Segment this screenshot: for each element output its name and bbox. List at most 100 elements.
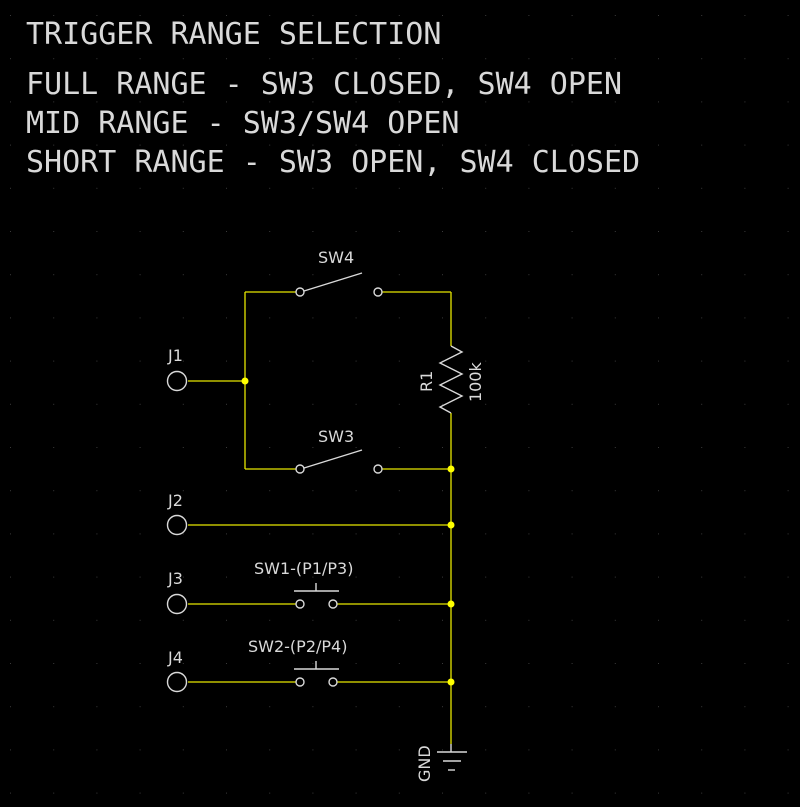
label-sw2: SW2-(P2/P4) (248, 637, 347, 656)
grid-dot (355, 58, 357, 60)
grid-dot (701, 144, 703, 146)
grid-dot (139, 360, 141, 362)
grid-dot (442, 144, 443, 146)
grid-dot (96, 749, 98, 751)
junctions (241, 377, 455, 686)
switch-sw3-terminal (295, 464, 305, 474)
grid-dot (355, 360, 357, 362)
switch-sw4-terminal (295, 287, 305, 297)
grid-dot (269, 619, 271, 621)
grid-dot (398, 231, 400, 232)
grid-dot (787, 274, 789, 276)
grid-dot (485, 792, 487, 794)
grid-dot (312, 490, 314, 492)
grid-dot (10, 274, 11, 276)
grid-dot (139, 533, 141, 535)
grid-dot (658, 317, 659, 319)
pushbutton-sw1-terminal (295, 599, 305, 609)
grid-dot (787, 749, 789, 751)
grid-dot (312, 187, 314, 189)
grid-dot (398, 749, 400, 751)
grid-dot (53, 706, 55, 708)
grid-dot (53, 101, 55, 103)
grid-dot (96, 274, 98, 276)
grid-dot (10, 187, 11, 189)
grid-dot (701, 15, 703, 16)
grid-dot (53, 317, 55, 319)
label-sw4: SW4 (318, 248, 354, 267)
grid-dot (658, 533, 659, 535)
grid-dot (312, 792, 314, 794)
grid-dot (701, 490, 703, 492)
grid-dot (528, 490, 530, 492)
grid-dot (312, 360, 314, 362)
grid-dot (226, 317, 227, 319)
grid-dot (744, 317, 746, 319)
grid-dot (398, 619, 400, 621)
pushbutton-sw2: SW2-(P2/P4) (248, 637, 347, 687)
grid-dot (269, 447, 271, 448)
grid-dot (226, 749, 227, 751)
grid-dot (226, 533, 227, 535)
grid-dot (139, 749, 141, 751)
pushbutton-sw2-terminal (295, 677, 305, 687)
pushbutton-sw2-terminal (328, 677, 338, 687)
junction-dot (447, 678, 455, 686)
grid-dot (485, 144, 487, 146)
grid-dot (398, 706, 400, 708)
grid-dot (139, 792, 141, 794)
grid-dot (53, 792, 55, 794)
grid-dot (96, 533, 98, 535)
grid-dot (226, 447, 227, 448)
grid-dot (269, 663, 271, 664)
grid-dot (10, 231, 11, 232)
grid-dot (355, 490, 357, 492)
grid-dot (485, 15, 487, 16)
grid-dot (226, 101, 227, 103)
label-sw1: SW1-(P1/P3) (254, 559, 353, 578)
grid-dot (787, 360, 789, 362)
grid-dot (658, 187, 659, 189)
grid-dot (182, 706, 184, 708)
grid-dot (398, 792, 400, 794)
grid-dot (53, 187, 55, 189)
grid-dot (485, 533, 487, 535)
grid-dot (96, 187, 98, 189)
switch-sw4-terminal (373, 287, 383, 297)
grid-dot (139, 663, 141, 664)
grid-dot (485, 619, 487, 621)
grid-dot (398, 187, 400, 189)
grid-dot (442, 663, 443, 664)
grid-dot (744, 144, 746, 146)
grid-dot (744, 447, 746, 448)
grid-dot (658, 144, 659, 146)
grid-dot (528, 58, 530, 60)
grid-dot (614, 317, 616, 319)
grid-dot (744, 231, 746, 232)
grid-dot (701, 619, 703, 621)
grid-dot (571, 187, 573, 189)
grid-dot (485, 360, 487, 362)
grid-dot (571, 706, 573, 708)
grid-dot (571, 403, 573, 405)
grid-dot (182, 533, 184, 535)
grid-dot (182, 101, 184, 103)
grid-dot (787, 447, 789, 448)
grid-dot (53, 58, 55, 60)
grid-dot (312, 403, 314, 405)
grid-dot (182, 490, 184, 492)
grid-dot (442, 317, 443, 319)
grid-dot (744, 619, 746, 621)
grid-dot (658, 749, 659, 751)
grid-dot (53, 144, 55, 146)
grid-dot (96, 619, 98, 621)
grid-dot (53, 619, 55, 621)
grid-dot (355, 663, 357, 664)
grid-dot (485, 317, 487, 319)
grid-dot (787, 58, 789, 60)
grid-dot (182, 317, 184, 319)
grid-dot (571, 101, 573, 103)
grid-dot (269, 15, 271, 16)
grid-dot (312, 533, 314, 535)
grid-dot (269, 317, 271, 319)
